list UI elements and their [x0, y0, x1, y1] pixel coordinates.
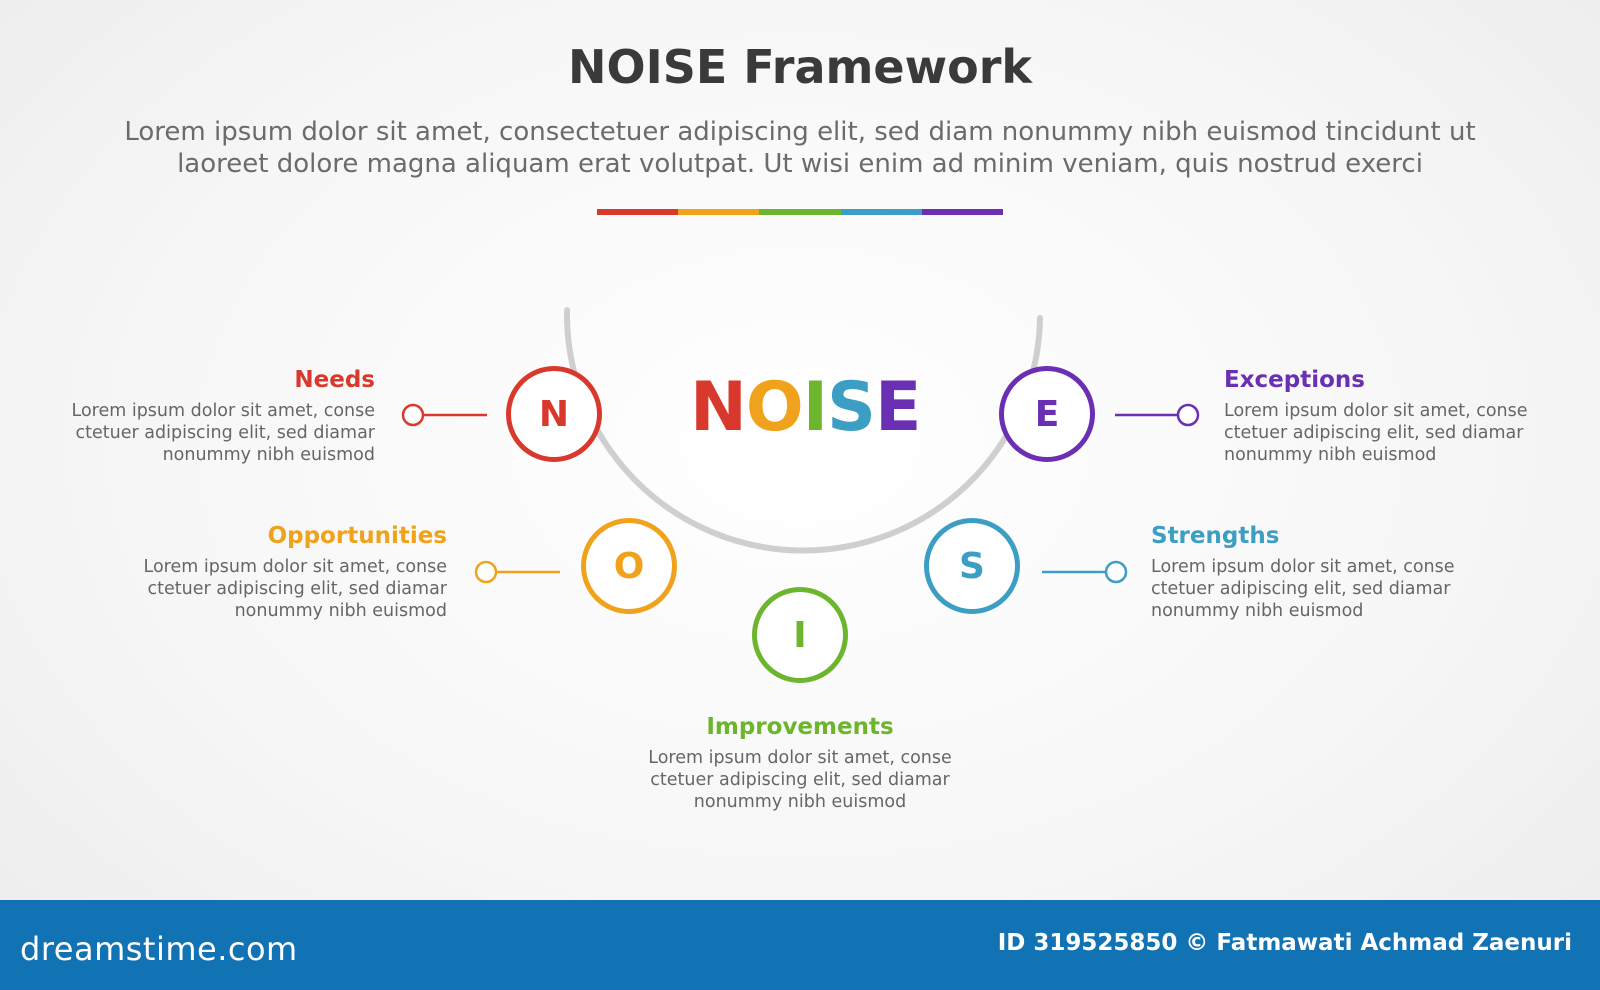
strengths-description: Lorem ipsum dolor sit amet, conse ctetue…	[1151, 557, 1455, 621]
improvements-title: Improvements	[706, 714, 894, 740]
page-subtitle: Lorem ipsum dolor sit amet, consectetuer…	[124, 117, 1476, 179]
divider-segment-orange	[678, 209, 760, 215]
divider-segment-purple	[921, 209, 1004, 215]
circle-n: N	[506, 366, 602, 462]
center-acronym: NOISE	[690, 368, 921, 447]
divider-segment-blue	[840, 209, 922, 215]
acronym-letter-e: E	[875, 368, 921, 447]
acronym-letter-i: I	[802, 368, 828, 447]
needs-description: Lorem ipsum dolor sit amet, conse ctetue…	[71, 401, 376, 465]
exceptions-title: Exceptions	[1224, 367, 1365, 393]
divider-segment-red	[597, 209, 679, 215]
opportunities-description: Lorem ipsum dolor sit amet, conse ctetue…	[143, 557, 448, 621]
acronym-letter-s: S	[827, 368, 876, 447]
improvements-description: Lorem ipsum dolor sit amet, conse ctetue…	[648, 748, 952, 812]
rainbow-divider	[597, 209, 1004, 215]
strengths-title: Strengths	[1151, 523, 1280, 549]
footer-credit: ID 319525850 © Fatmawati Achmad Zaenuri	[997, 930, 1572, 956]
circle-e: E	[999, 366, 1095, 462]
circle-s: S	[924, 518, 1020, 614]
acronym-letter-o: O	[745, 368, 804, 447]
acronym-letter-n: N	[690, 368, 747, 447]
divider-segment-green	[759, 209, 841, 215]
page-title: NOISE Framework	[568, 40, 1032, 94]
exceptions-description: Lorem ipsum dolor sit amet, conse ctetue…	[1224, 401, 1528, 465]
circle-o: O	[581, 518, 677, 614]
connector-strengths	[1042, 560, 1128, 584]
footer-bar: dreamstime.com ID 319525850 © Fatmawati …	[0, 900, 1600, 990]
circle-i: I	[752, 587, 848, 683]
connector-exceptions	[1115, 403, 1200, 427]
opportunities-title: Opportunities	[267, 523, 447, 549]
footer-logo: dreamstime.com	[20, 930, 298, 968]
needs-title: Needs	[294, 367, 375, 393]
connector-needs	[401, 403, 487, 427]
connector-opportunities	[474, 560, 560, 584]
